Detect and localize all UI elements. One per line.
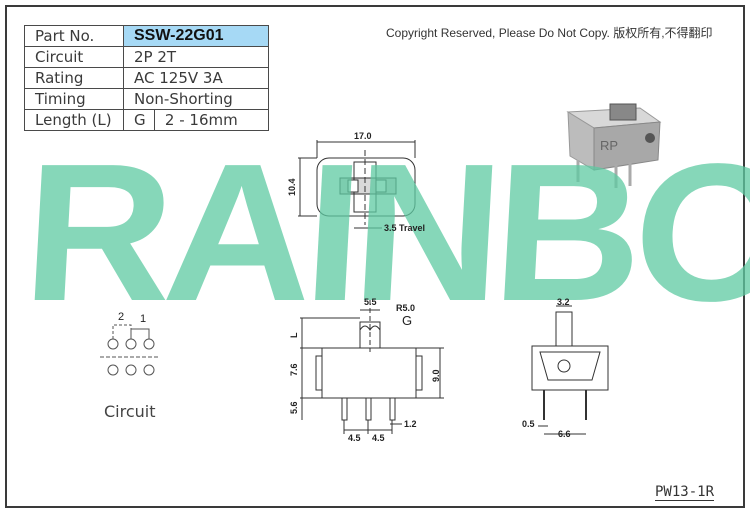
length-label: Length (L) [24,109,124,131]
terminal [125,364,137,376]
length-range: 2 - 16mm [153,109,270,131]
dim-side-actuator: 3.2 [557,297,570,307]
top-view-outline [316,157,416,217]
knob-code-label: G [402,313,413,328]
side-actuator [555,311,573,347]
knob-ridges [359,325,381,331]
dim-actuator-width: 5.5 [364,297,377,307]
pole-1-label: 1 [140,313,147,325]
spec-table: Part No. SSW-22G01 Circuit 2P 2T Rating … [24,25,270,131]
side-body [531,345,609,391]
pin-left [341,397,348,421]
photo-body-mark: RP [600,138,618,153]
copyright-notice: Copyright Reserved, Please Do Not Copy. … [386,26,713,40]
product-photo: RP [566,103,662,188]
pin-right [389,397,396,421]
dim-pin-pitch-right: 4.5 [372,433,385,443]
spec-row-length: Length (L) G 2 - 16mm [24,109,270,131]
dim-body-height: 7.6 [289,363,299,376]
side-view [531,305,609,435]
dim-length-marker: L [289,332,299,339]
dim-total-height: 9.0 [431,369,441,382]
spec-row-circuit: Circuit 2P 2T [24,46,269,68]
circuit-schematic [100,324,160,376]
pole-2-label: 2 [118,311,125,323]
timing-label: Timing [24,88,124,110]
terminal [107,364,119,376]
terminal [107,338,119,350]
circuit-caption: Circuit [104,402,156,421]
rating-value: AC 125V 3A [123,67,269,89]
terminal [125,338,137,350]
part-code: PW13-1R [655,484,715,501]
spec-row-timing: Timing Non-Shorting [24,88,269,110]
rating-label: Rating [24,67,124,89]
dim-pin-length: 5.6 [289,401,299,414]
side-pivot [557,359,571,373]
dim-radius: R5.0 [396,303,416,313]
circuit-value: 2P 2T [123,46,269,68]
dim-travel: 3.5 Travel [384,223,426,233]
spec-row-part-no: Part No. SSW-22G01 [24,25,269,47]
terminal [143,364,155,376]
dim-base-width: 6.6 [558,429,571,439]
terminal [143,338,155,350]
front-view [300,300,444,434]
dim-pin-thickness: 0.5 [522,419,535,429]
top-view [298,140,416,229]
dim-pin-width: 1.2 [404,419,417,429]
spec-row-rating: Rating AC 125V 3A [24,67,269,89]
dim-pin-pitch-left: 4.5 [348,433,361,443]
dim-top-height: 10.4 [287,178,297,196]
pin-middle [365,397,372,421]
front-view-body [321,347,417,399]
sheet-frame [5,5,745,508]
dim-top-width: 17.0 [354,131,372,141]
